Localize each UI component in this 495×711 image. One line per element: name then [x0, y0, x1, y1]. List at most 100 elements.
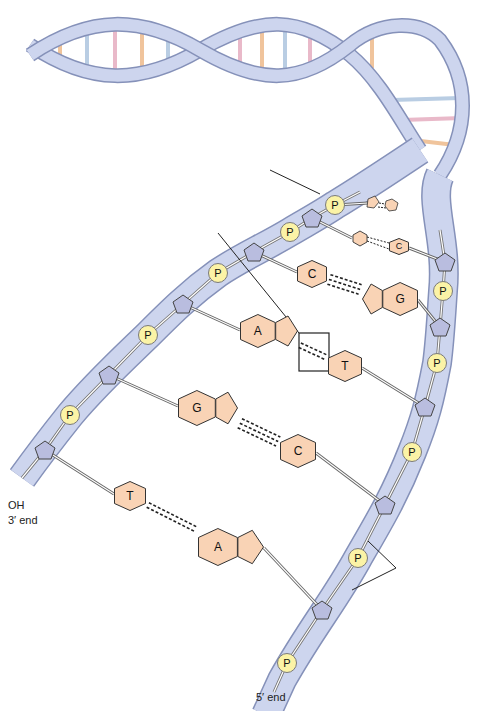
text-holder: G — [382, 282, 418, 316]
helix-ribbon — [30, 24, 463, 175]
base-letter: A — [214, 541, 222, 553]
base-hexagon — [383, 283, 418, 316]
backbone-ribbon — [22, 150, 420, 478]
text-holder: G — [178, 390, 216, 426]
text-holder: C — [389, 238, 409, 255]
text-holder: C — [297, 260, 327, 288]
hydrogen-bond-line — [330, 275, 361, 285]
hydrogen-bond — [327, 275, 361, 295]
hydrogen-bond-line — [329, 279, 360, 289]
end-label: OH — [8, 499, 25, 512]
base-letter: T — [126, 490, 133, 502]
base-ring: C — [297, 260, 327, 288]
callout-box — [299, 333, 329, 371]
base-shape — [362, 282, 418, 316]
base-letter: C — [294, 445, 303, 457]
base-hexagon — [179, 391, 216, 426]
base-ring: C — [389, 238, 409, 255]
base-ring: G — [178, 390, 238, 426]
base-hexagon — [115, 482, 146, 511]
hydrogen-bond — [147, 503, 198, 532]
hydrogen-bond-line — [149, 503, 197, 527]
phosphate-label: P — [144, 330, 151, 341]
base-hexagon — [199, 529, 238, 566]
text-holder: P — [208, 263, 228, 283]
phosphate-label: P — [283, 658, 290, 669]
phosphate-circle: P — [277, 653, 297, 673]
phosphate-label: P — [408, 447, 415, 458]
hydrogen-bond — [238, 419, 281, 446]
text-holder: P — [402, 442, 422, 462]
sugar-pentagon — [35, 209, 455, 619]
text-holder: P — [60, 405, 80, 425]
leader-line — [352, 568, 396, 590]
text-holder: P — [433, 281, 453, 301]
phosphate-circle: P — [280, 222, 300, 242]
base-letter: C — [308, 268, 317, 280]
hydrogen-bond-line — [238, 428, 276, 446]
leader-line — [368, 541, 396, 568]
text-holder: T — [114, 481, 146, 511]
base-hexagon — [281, 435, 316, 468]
base-letter: G — [395, 293, 404, 305]
helix-ribbon — [30, 24, 463, 175]
base-ring: G — [362, 282, 418, 316]
hydrogen-bond-line — [242, 419, 280, 437]
hydrogen-bond-line — [301, 343, 327, 355]
text-holder: P — [280, 222, 300, 242]
glycosidic-bond — [45, 203, 445, 610]
base-letter: C — [396, 242, 403, 251]
backbone-line — [22, 192, 360, 478]
base-hexagon — [241, 315, 276, 348]
text-holder: A — [198, 528, 238, 566]
text-holder: T — [328, 350, 362, 382]
text-holder: A — [240, 314, 276, 348]
small-base-pair — [353, 196, 398, 249]
base-ring: A — [240, 314, 298, 348]
text-holder: P — [348, 548, 368, 568]
phosphate-circle: P — [427, 353, 447, 373]
phosphate-circle: P — [348, 548, 368, 568]
phosphate-circle: P — [433, 281, 453, 301]
phosphate-label: P — [439, 286, 446, 297]
base-hexagon — [390, 239, 409, 255]
text-holder: P — [427, 353, 447, 373]
backbone-line — [274, 230, 445, 692]
phosphate-label: P — [286, 227, 293, 238]
text-holder: C — [280, 434, 316, 468]
base-pentagon — [238, 530, 264, 563]
base-pentagon — [216, 392, 238, 424]
backbone-line — [22, 192, 360, 478]
base-pentagon — [363, 284, 383, 314]
glycosidic-bond — [45, 203, 445, 610]
backbone-ribbon — [266, 175, 444, 711]
backbone-ribbon — [22, 150, 420, 478]
base-letter: A — [254, 325, 262, 337]
phosphate-label: P — [433, 358, 440, 369]
base-letter: G — [192, 402, 201, 414]
base-ring: T — [328, 350, 362, 382]
base-pentagon — [276, 316, 298, 346]
hydrogen-bond — [299, 343, 327, 360]
phosphate-circle: P — [208, 263, 228, 283]
phosphate-circle: P — [60, 405, 80, 425]
phosphate-label: P — [354, 553, 361, 564]
base-shape — [198, 528, 264, 566]
end-label: 5′ end — [256, 691, 286, 704]
hydrogen-bond-line — [147, 507, 195, 531]
base-ring: A — [198, 528, 264, 566]
phosphate-circle: P — [402, 442, 422, 462]
base-ring: C — [280, 434, 316, 468]
phosphate-circle: P — [138, 325, 158, 345]
hydrogen-bond-line — [240, 423, 278, 441]
phosphate-circle: P — [325, 195, 345, 215]
base-shape — [240, 314, 298, 348]
text-holder: P — [277, 653, 297, 673]
leader-line — [270, 170, 320, 194]
base-shape — [178, 390, 238, 426]
backbone-line — [274, 230, 445, 692]
